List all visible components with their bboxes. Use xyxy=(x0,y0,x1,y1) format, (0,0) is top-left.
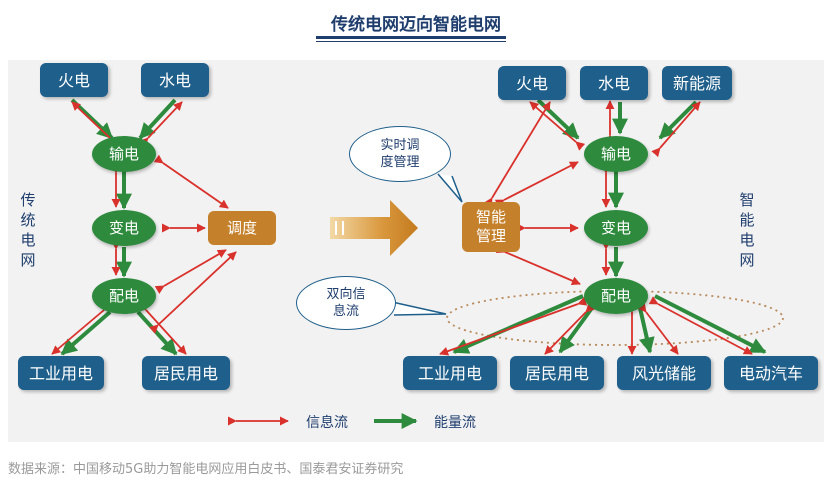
node-electric-vehicle: 电动汽车 xyxy=(724,356,818,390)
node-wind-solar-storage: 风光储能 xyxy=(617,356,711,390)
node-dispatch: 调度 xyxy=(208,211,276,245)
bubble-bidirectional-info: 双向信息流 xyxy=(296,276,396,330)
node-smart-transformation: 变电 xyxy=(584,210,648,246)
legend-energy-flow: 能量流 xyxy=(434,415,476,431)
bubble-tail-bidirectional xyxy=(391,301,447,316)
bubble-realtime-dispatch: 实时调度管理 xyxy=(349,126,451,182)
bidirectional-zone xyxy=(446,290,784,346)
node-thermal-power: 火电 xyxy=(40,63,108,97)
title-underline xyxy=(316,36,506,39)
node-distribution: 配电 xyxy=(92,278,156,314)
node-smart-industrial-power: 工业用电 xyxy=(403,356,497,390)
node-transmission: 输电 xyxy=(92,136,156,172)
page-title: 传统电网迈向智能电网 xyxy=(331,15,501,35)
node-smart-transmission: 输电 xyxy=(584,136,648,172)
traditional-info-arrows xyxy=(51,101,237,355)
node-smart-hydro-power: 水电 xyxy=(580,66,648,100)
node-industrial-power: 工业用电 xyxy=(18,356,104,390)
title-underline-thin xyxy=(316,41,506,42)
smart-info-arrows xyxy=(439,100,753,356)
transition-arrow xyxy=(330,200,418,256)
traditional-grid-label: 传统电网 xyxy=(20,191,36,269)
smart-grid-label: 智能电网 xyxy=(739,191,755,269)
node-smart-thermal-power: 火电 xyxy=(498,66,566,100)
node-smart-management: 智能管理 xyxy=(462,202,520,252)
node-smart-distribution: 配电 xyxy=(584,278,648,314)
node-hydro-power: 水电 xyxy=(141,63,209,97)
node-residential-power: 居民用电 xyxy=(142,356,230,390)
legend-info-flow: 信息流 xyxy=(306,415,348,431)
node-smart-residential-power: 居民用电 xyxy=(510,356,604,390)
node-new-energy: 新能源 xyxy=(662,66,732,100)
node-transformation: 变电 xyxy=(92,210,156,246)
source-note: 数据来源：中国移动5G助力智能电网应用白皮书、国泰君安证券研究 xyxy=(8,462,404,477)
bubble-tail-realtime xyxy=(437,173,463,203)
